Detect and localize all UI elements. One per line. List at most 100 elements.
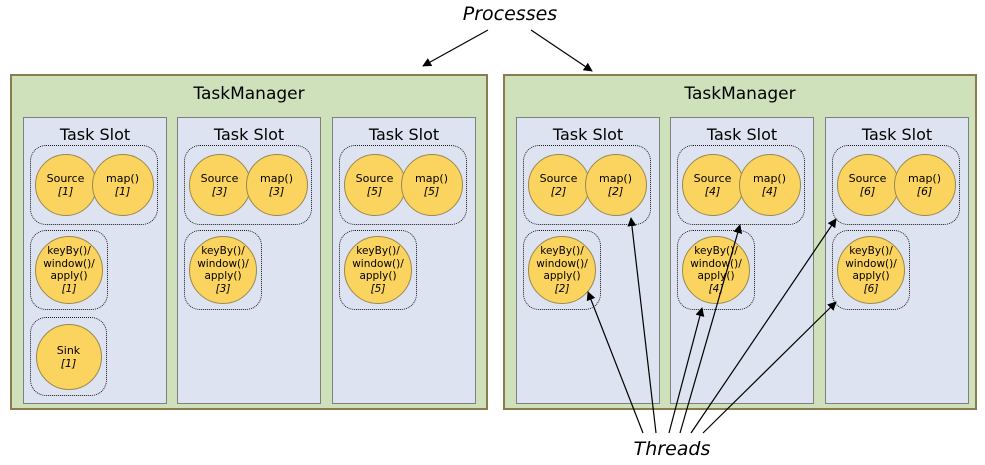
- task-label: keyBy()/: [540, 245, 584, 257]
- task-slot-6: Task Slot Source [6] map() [6] keyBy()/ …: [825, 117, 969, 404]
- task-label: Source: [355, 172, 394, 185]
- task-slot-title: Task Slot: [861, 125, 933, 144]
- task-index: [4]: [704, 185, 721, 198]
- task-index: [6]: [916, 185, 933, 198]
- task-label: Source: [46, 172, 85, 185]
- taskmanager-2: TaskManager Task Slot Source [2] map() […: [503, 74, 977, 410]
- task-index: [1]: [57, 185, 74, 198]
- task-label: window()/: [536, 257, 588, 270]
- task-slot-4: Task Slot Source [2] map() [2] keyBy()/ …: [516, 117, 660, 404]
- threads-label: Threads: [633, 438, 711, 460]
- task-label: apply(): [50, 270, 88, 282]
- processes-label: Processes: [462, 3, 558, 25]
- taskmanager-title: TaskManager: [684, 84, 796, 104]
- task-label: apply(): [204, 270, 242, 282]
- task-index: [3]: [268, 185, 285, 198]
- processes-arrow-right: [530, 29, 593, 72]
- map-task: map() [5]: [400, 154, 463, 216]
- task-index: [2]: [607, 185, 624, 198]
- taskmanager-1: TaskManager Task Slot Source [1] map() […: [10, 74, 488, 410]
- task-label: Sink: [56, 343, 81, 357]
- keyby-task: keyBy()/ window()/ apply() [3]: [189, 236, 257, 304]
- task-label: map(): [598, 172, 633, 185]
- keyby-group: keyBy()/ window()/ apply() [6]: [832, 230, 910, 310]
- task-label: Source: [539, 172, 578, 185]
- task-slot-title: Task Slot: [552, 125, 624, 144]
- map-task: map() [3]: [245, 154, 308, 216]
- task-label: window()/: [845, 257, 897, 270]
- task-label: window()/: [352, 257, 404, 270]
- task-slot-title: Task Slot: [368, 125, 440, 144]
- source-task: Source [6]: [836, 154, 899, 216]
- task-slot-title: Task Slot: [706, 125, 778, 144]
- source-task: Source [5]: [343, 154, 406, 216]
- task-label: window()/: [197, 257, 249, 270]
- task-index: [5]: [366, 185, 383, 198]
- task-label: window()/: [43, 257, 95, 270]
- task-index: [5]: [423, 185, 440, 198]
- task-label: map(): [259, 172, 294, 185]
- task-label: map(): [907, 172, 942, 185]
- task-label: apply(): [359, 270, 397, 282]
- keyby-task: keyBy()/ window()/ apply() [4]: [682, 236, 750, 304]
- task-label: apply(): [852, 270, 890, 282]
- task-slot-1: Task Slot Source [1] map() [1] keyBy()/ …: [23, 117, 167, 404]
- source-task: Source [4]: [681, 154, 744, 216]
- task-label: Source: [200, 172, 239, 185]
- source-task: Source [2]: [527, 154, 590, 216]
- task-slot-title: Task Slot: [213, 125, 285, 144]
- source-map-group: Source [5] map() [5]: [339, 145, 467, 225]
- task-index: [3]: [211, 185, 228, 198]
- task-label: Source: [693, 172, 732, 185]
- task-index: [4]: [761, 185, 778, 198]
- task-index: [5]: [370, 282, 386, 295]
- source-task: Source [1]: [34, 154, 97, 216]
- keyby-group: keyBy()/ window()/ apply() [5]: [339, 230, 417, 310]
- keyby-group: keyBy()/ window()/ apply() [2]: [523, 230, 601, 310]
- task-label: keyBy()/: [849, 245, 893, 257]
- processes-arrow-left: [422, 29, 489, 67]
- task-label: map(): [752, 172, 787, 185]
- task-label: map(): [414, 172, 449, 185]
- source-map-group: Source [3] map() [3]: [184, 145, 312, 225]
- task-label: keyBy()/: [694, 245, 738, 257]
- source-map-group: Source [1] map() [1]: [30, 145, 158, 225]
- task-label: keyBy()/: [356, 245, 400, 257]
- keyby-task: keyBy()/ window()/ apply() [5]: [344, 236, 412, 304]
- keyby-task: keyBy()/ window()/ apply() [6]: [837, 236, 905, 304]
- task-index: [2]: [550, 185, 567, 198]
- task-index: [4]: [708, 282, 724, 295]
- source-map-group: Source [4] map() [4]: [677, 145, 805, 225]
- keyby-group: keyBy()/ window()/ apply() [3]: [184, 230, 262, 310]
- task-slot-5: Task Slot Source [4] map() [4] keyBy()/ …: [670, 117, 814, 404]
- map-task: map() [2]: [584, 154, 647, 216]
- task-slot-title: Task Slot: [59, 125, 131, 144]
- keyby-group: keyBy()/ window()/ apply() [4]: [677, 230, 755, 310]
- task-label: keyBy()/: [47, 245, 91, 257]
- keyby-task: keyBy()/ window()/ apply() [1]: [35, 236, 103, 304]
- task-label: keyBy()/: [201, 245, 245, 257]
- source-task: Source [3]: [188, 154, 251, 216]
- task-index: [6]: [859, 185, 876, 198]
- task-label: apply(): [543, 270, 581, 282]
- task-index: [1]: [114, 185, 131, 198]
- sink-task: Sink [1]: [35, 323, 102, 390]
- map-task: map() [4]: [738, 154, 801, 216]
- task-label: apply(): [697, 270, 735, 282]
- keyby-group: keyBy()/ window()/ apply() [1]: [30, 230, 108, 310]
- map-task: map() [6]: [893, 154, 956, 216]
- keyby-task: keyBy()/ window()/ apply() [2]: [528, 236, 596, 304]
- sink-group: Sink [1]: [30, 317, 107, 396]
- task-slot-2: Task Slot Source [3] map() [3] keyBy()/ …: [177, 117, 321, 404]
- map-task: map() [1]: [91, 154, 154, 216]
- source-map-group: Source [6] map() [6]: [832, 145, 960, 225]
- taskmanager-title: TaskManager: [193, 84, 305, 104]
- task-label: map(): [105, 172, 140, 185]
- task-index: [3]: [215, 282, 231, 295]
- task-index: [2]: [554, 282, 570, 295]
- task-slot-3: Task Slot Source [5] map() [5] keyBy()/ …: [332, 117, 476, 404]
- source-map-group: Source [2] map() [2]: [523, 145, 651, 225]
- task-label: window()/: [690, 257, 742, 270]
- task-index: [1]: [61, 282, 77, 295]
- task-label: Source: [848, 172, 887, 185]
